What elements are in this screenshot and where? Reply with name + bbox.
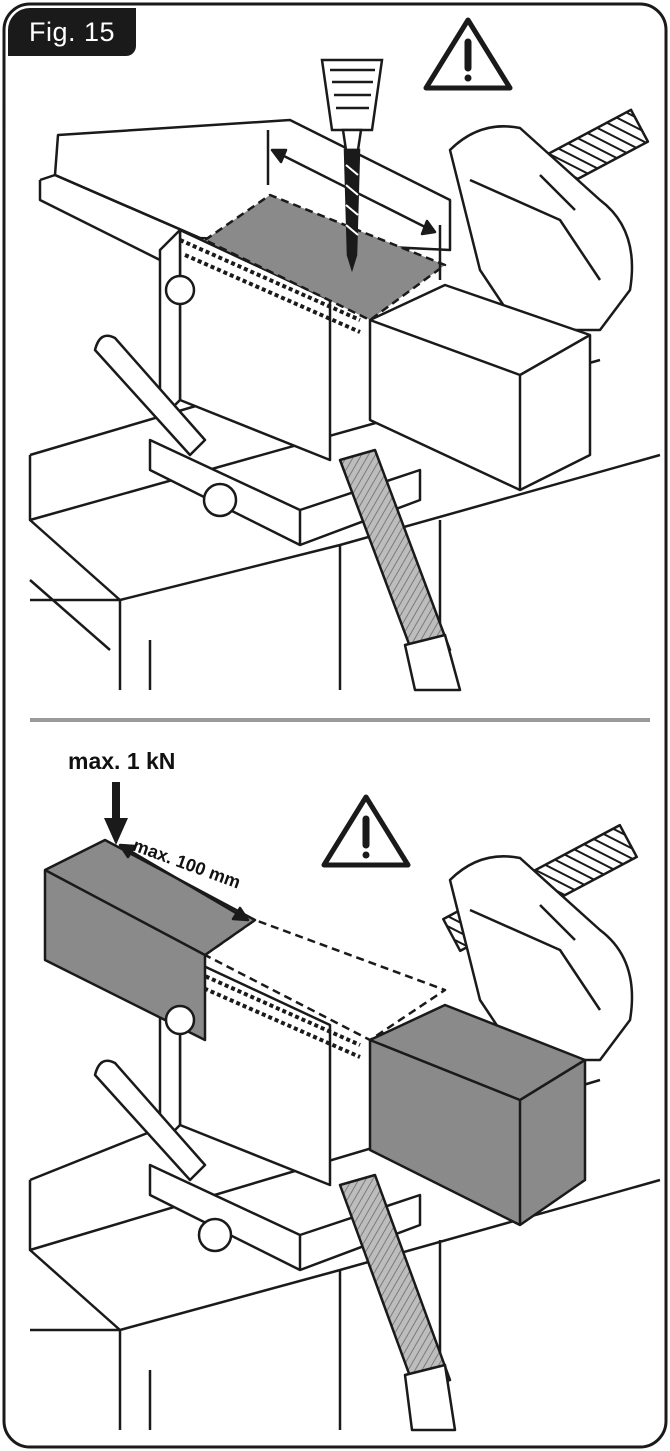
- knob-lower-bottom: [197, 1217, 233, 1253]
- warning-triangle-icon: [423, 17, 513, 91]
- workpiece-overhang-right: [368, 1003, 587, 1227]
- knob-bottom: [164, 1004, 196, 1036]
- warning-triangle-icon: [321, 794, 411, 868]
- bottom-panel: [28, 823, 661, 1432]
- workpiece-front-top: [368, 283, 592, 492]
- force-limit-label: max. 1 kN: [68, 748, 176, 774]
- figure-label: Fig. 15: [8, 8, 136, 56]
- workbench-top: [28, 358, 661, 690]
- clamped-zone-top: [203, 193, 447, 322]
- top-panel: [28, 108, 661, 692]
- jaw-teeth-top: [179, 238, 361, 334]
- arrow-down-icon: [104, 782, 128, 845]
- lever-handle-top: [93, 334, 207, 457]
- vise-clamp-bottom: [448, 855, 634, 1062]
- knob-top: [164, 274, 196, 306]
- lever-handle-bottom: [93, 1059, 207, 1182]
- drill-bit-icon: [320, 58, 384, 273]
- jaw-teeth-bottom: [179, 963, 361, 1059]
- workbench-bottom: [28, 1078, 661, 1430]
- knob-lower-top: [202, 482, 238, 518]
- dimension-line-bottom: [119, 843, 249, 922]
- strap-bottom: [338, 1173, 452, 1392]
- vise-clamp-top: [448, 125, 634, 332]
